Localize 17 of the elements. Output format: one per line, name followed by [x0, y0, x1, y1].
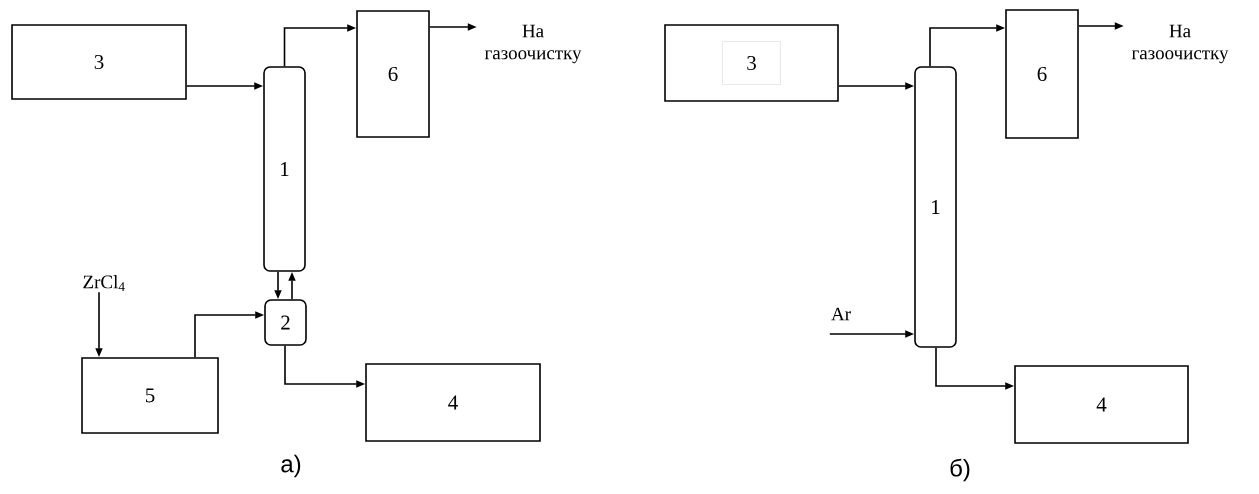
process-box: 6: [1005, 9, 1079, 139]
process-box: [664, 24, 839, 102]
stream-label: Ar: [831, 307, 851, 321]
process-box: 6: [356, 10, 430, 138]
process-box: 3: [11, 24, 187, 100]
column-vessel: 1: [914, 66, 957, 348]
stream-label: На газоочистку: [484, 24, 582, 64]
process-box: 5: [81, 357, 219, 434]
process-box: 4: [365, 363, 541, 442]
caption: б): [950, 458, 970, 482]
stream-label: ZrCl$_{4}$: [83, 275, 125, 291]
column-vessel: 1: [263, 66, 306, 272]
caption: а): [281, 454, 301, 478]
stream-label: На газоочистку: [1131, 24, 1229, 64]
process-box: 4: [1014, 365, 1189, 444]
column-vessel: 2: [264, 299, 307, 346]
number-box: 3: [722, 41, 781, 85]
